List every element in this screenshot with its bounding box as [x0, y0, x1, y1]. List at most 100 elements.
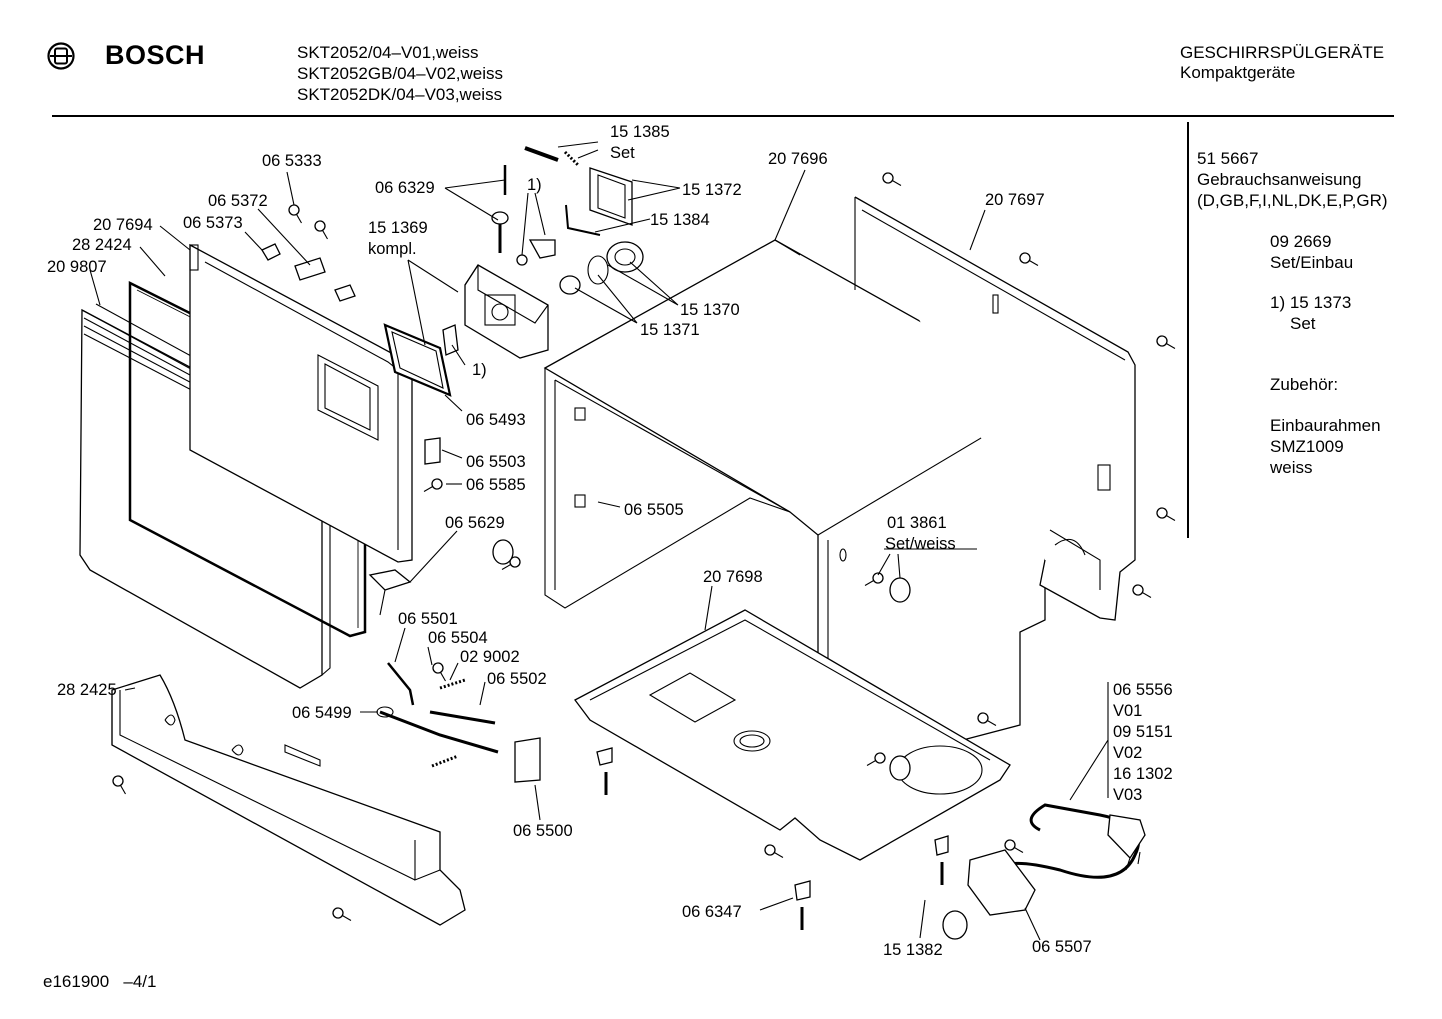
set-label: Set/Einbau [1270, 253, 1354, 272]
base-plate [574, 609, 1011, 861]
cap-icon [889, 755, 911, 781]
category-subtitle: Kompaktgeräte [1180, 63, 1296, 82]
manual-languages: (D,GB,F,I,NL,DK,E,P,GR) [1197, 191, 1388, 210]
model-line: SKT2052DK/04–V03,weiss [297, 85, 503, 104]
screw-icon [1156, 335, 1176, 349]
part-label-013861: 01 3861 [887, 514, 947, 532]
variant-line: 06 5556 [1113, 681, 1173, 699]
screw-icon [112, 775, 126, 795]
screw-icon [332, 907, 352, 921]
note-number: 1) 15 1373 [1270, 293, 1352, 312]
screw-icon [288, 204, 302, 224]
part-label-151382: 15 1382 [883, 941, 943, 959]
foot-icon [934, 835, 949, 856]
sidebar-manual: 51 5667 Gebrauchsanweisung (D,GB,F,I,NL,… [1197, 148, 1388, 211]
part-label-note1b: 1) [472, 361, 487, 379]
part-label-151369: 15 1369 [368, 219, 428, 237]
sidebar-accessories-title: Zubehör: [1270, 375, 1339, 394]
sidebar-note: 1) 15 1373 Set [1270, 292, 1351, 334]
part-label-065501: 06 5501 [398, 610, 458, 628]
part-label-151372: 15 1372 [682, 181, 742, 199]
part-label-065499: 06 5499 [292, 704, 352, 722]
door-lock-parts [376, 662, 541, 783]
screw-icon [1019, 252, 1039, 266]
accessory-line: weiss [1270, 458, 1313, 477]
screw-icon [882, 172, 902, 186]
part-label-065505: 06 5505 [624, 501, 684, 519]
part-label-029002: 02 9002 [460, 648, 520, 666]
variant-line: 09 5151 [1113, 723, 1173, 741]
hinge-bracket [368, 569, 412, 616]
clip-icon [261, 243, 281, 261]
page-number: –4/1 [123, 972, 157, 991]
part-label-209807: 20 9807 [47, 258, 107, 276]
part-label-065502: 06 5502 [487, 670, 547, 688]
part-label-065504: 06 5504 [428, 629, 488, 647]
clip-icon [334, 284, 356, 302]
note-label: Set [1290, 314, 1316, 333]
manual-number: 51 5667 [1197, 149, 1259, 168]
part-label-065629: 06 5629 [445, 514, 505, 532]
part-label-282425: 28 2425 [57, 681, 117, 699]
screw-icon [866, 752, 886, 766]
manual-label: Gebrauchsanweisung [1197, 170, 1362, 189]
variant-line: V02 [1113, 744, 1142, 762]
variant-list: 06 5556 V01 09 5151 V02 16 1302 V03 [1113, 681, 1173, 804]
power-cord [1004, 803, 1146, 879]
screw-icon [1132, 584, 1152, 598]
bosch-armature-icon [47, 42, 75, 70]
part-label-set: Set [610, 144, 635, 162]
part-label-151384: 15 1384 [650, 211, 710, 229]
part-label-066347: 06 6347 [682, 903, 742, 921]
inlet-parts [491, 146, 644, 295]
variant-line: V03 [1113, 786, 1142, 804]
screw-icon [764, 844, 784, 858]
part-label-kompl: kompl. [368, 240, 417, 258]
variant-line: V01 [1113, 702, 1142, 720]
foot-icon [794, 880, 811, 901]
sidebar-accessories: Einbaurahmen SMZ1009 weiss [1270, 415, 1381, 478]
variant-line: 16 1302 [1113, 765, 1173, 783]
drawing-code: e161900 –4/1 [43, 972, 156, 992]
part-label-151385: 15 1385 [610, 123, 670, 141]
model-line: SKT2052GB/04–V02,weiss [297, 64, 504, 83]
part-label-065585: 06 5585 [466, 476, 526, 494]
control-module [464, 264, 549, 359]
part-label-151370: 15 1370 [680, 301, 740, 319]
leader-lines [89, 141, 1109, 941]
kickplate [111, 674, 466, 926]
clip-icon [294, 257, 326, 281]
part-label-note1: 1) [527, 176, 542, 194]
drawing-number: e161900 [43, 972, 110, 991]
model-line: SKT2052/04–V01,weiss [297, 43, 479, 62]
clip-icon [424, 437, 441, 465]
part-label-066329: 06 6329 [375, 179, 435, 197]
foot-icon [596, 747, 613, 766]
cap-icon [492, 539, 514, 565]
category-title: GESCHIRRSPÜLGERÄTE [1180, 43, 1385, 62]
part-label-282424: 28 2424 [72, 236, 132, 254]
accessory-line: SMZ1009 [1270, 437, 1344, 456]
sidebar-set: 09 2669 Set/Einbau [1270, 231, 1353, 273]
brand-name: BOSCH [105, 40, 206, 70]
part-label-207696: 20 7696 [768, 150, 828, 168]
screw-icons [112, 172, 1176, 930]
screw-icon [1156, 507, 1176, 521]
screw-icon [977, 712, 997, 726]
set-number: 09 2669 [1270, 232, 1332, 251]
screw-icon [864, 572, 884, 586]
screw-icon [314, 220, 328, 240]
part-label-151371: 15 1371 [640, 321, 700, 339]
part-label-207694: 20 7694 [93, 216, 153, 234]
header-rule [52, 115, 1394, 117]
part-label-065507: 06 5507 [1032, 938, 1092, 956]
part-label-setweiss: Set/weiss [885, 535, 956, 553]
accessory-line: Einbaurahmen [1270, 416, 1381, 435]
model-list: SKT2052/04–V01,weiss SKT2052GB/04–V02,we… [297, 42, 503, 105]
part-label-065373: 06 5373 [183, 214, 243, 232]
terminal-block [942, 849, 1036, 940]
back-panel [854, 196, 1136, 621]
part-number-labels: 15 1385 Set 20 7696 06 5333 06 6329 1) 1… [47, 123, 1092, 959]
part-label-065372: 06 5372 [208, 192, 268, 210]
